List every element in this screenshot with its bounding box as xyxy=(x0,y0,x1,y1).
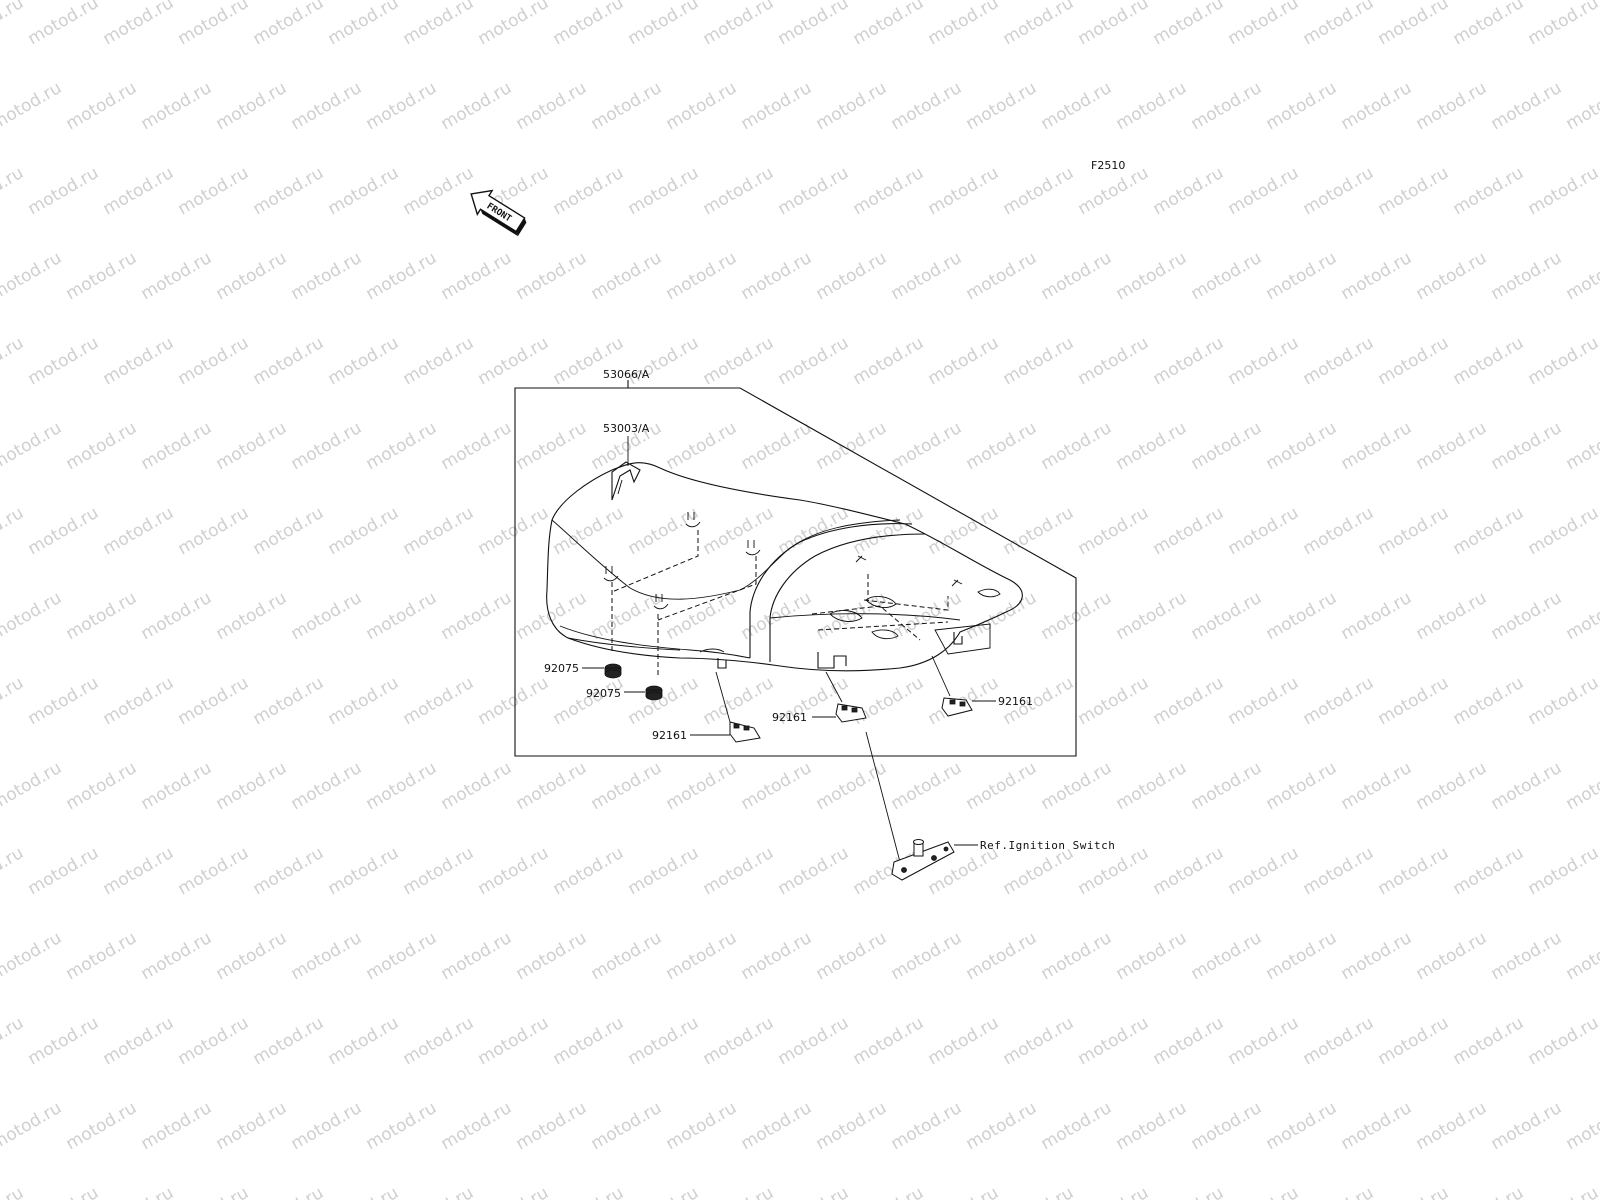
damper-right: 92075 xyxy=(586,685,663,701)
bracket-rear: 92161 xyxy=(931,655,1033,717)
seat-cover-label: 53003/A xyxy=(603,422,650,435)
ignition-switch-part xyxy=(891,839,978,881)
bracket-center: 92161 xyxy=(772,671,867,724)
ignition-leader xyxy=(865,731,901,863)
figure-code: F2510 xyxy=(1091,159,1125,172)
bracket-front-label: 92161 xyxy=(652,729,687,742)
seat-drawing xyxy=(546,461,1023,676)
damper-right-label: 92075 xyxy=(586,687,621,700)
damper-left-label: 92075 xyxy=(544,662,579,675)
bracket-rear-label: 92161 xyxy=(998,695,1033,708)
assembly-outline xyxy=(514,387,1077,757)
ignition-ref-label: Ref.Ignition Switch xyxy=(980,839,1115,852)
damper-left: 92075 xyxy=(544,662,622,679)
bracket-front: 92161 xyxy=(652,671,761,743)
front-arrow-icon: FRONT xyxy=(470,189,527,237)
seat-assembly-label: 53066/A xyxy=(603,368,650,381)
bracket-center-label: 92161 xyxy=(772,711,807,724)
